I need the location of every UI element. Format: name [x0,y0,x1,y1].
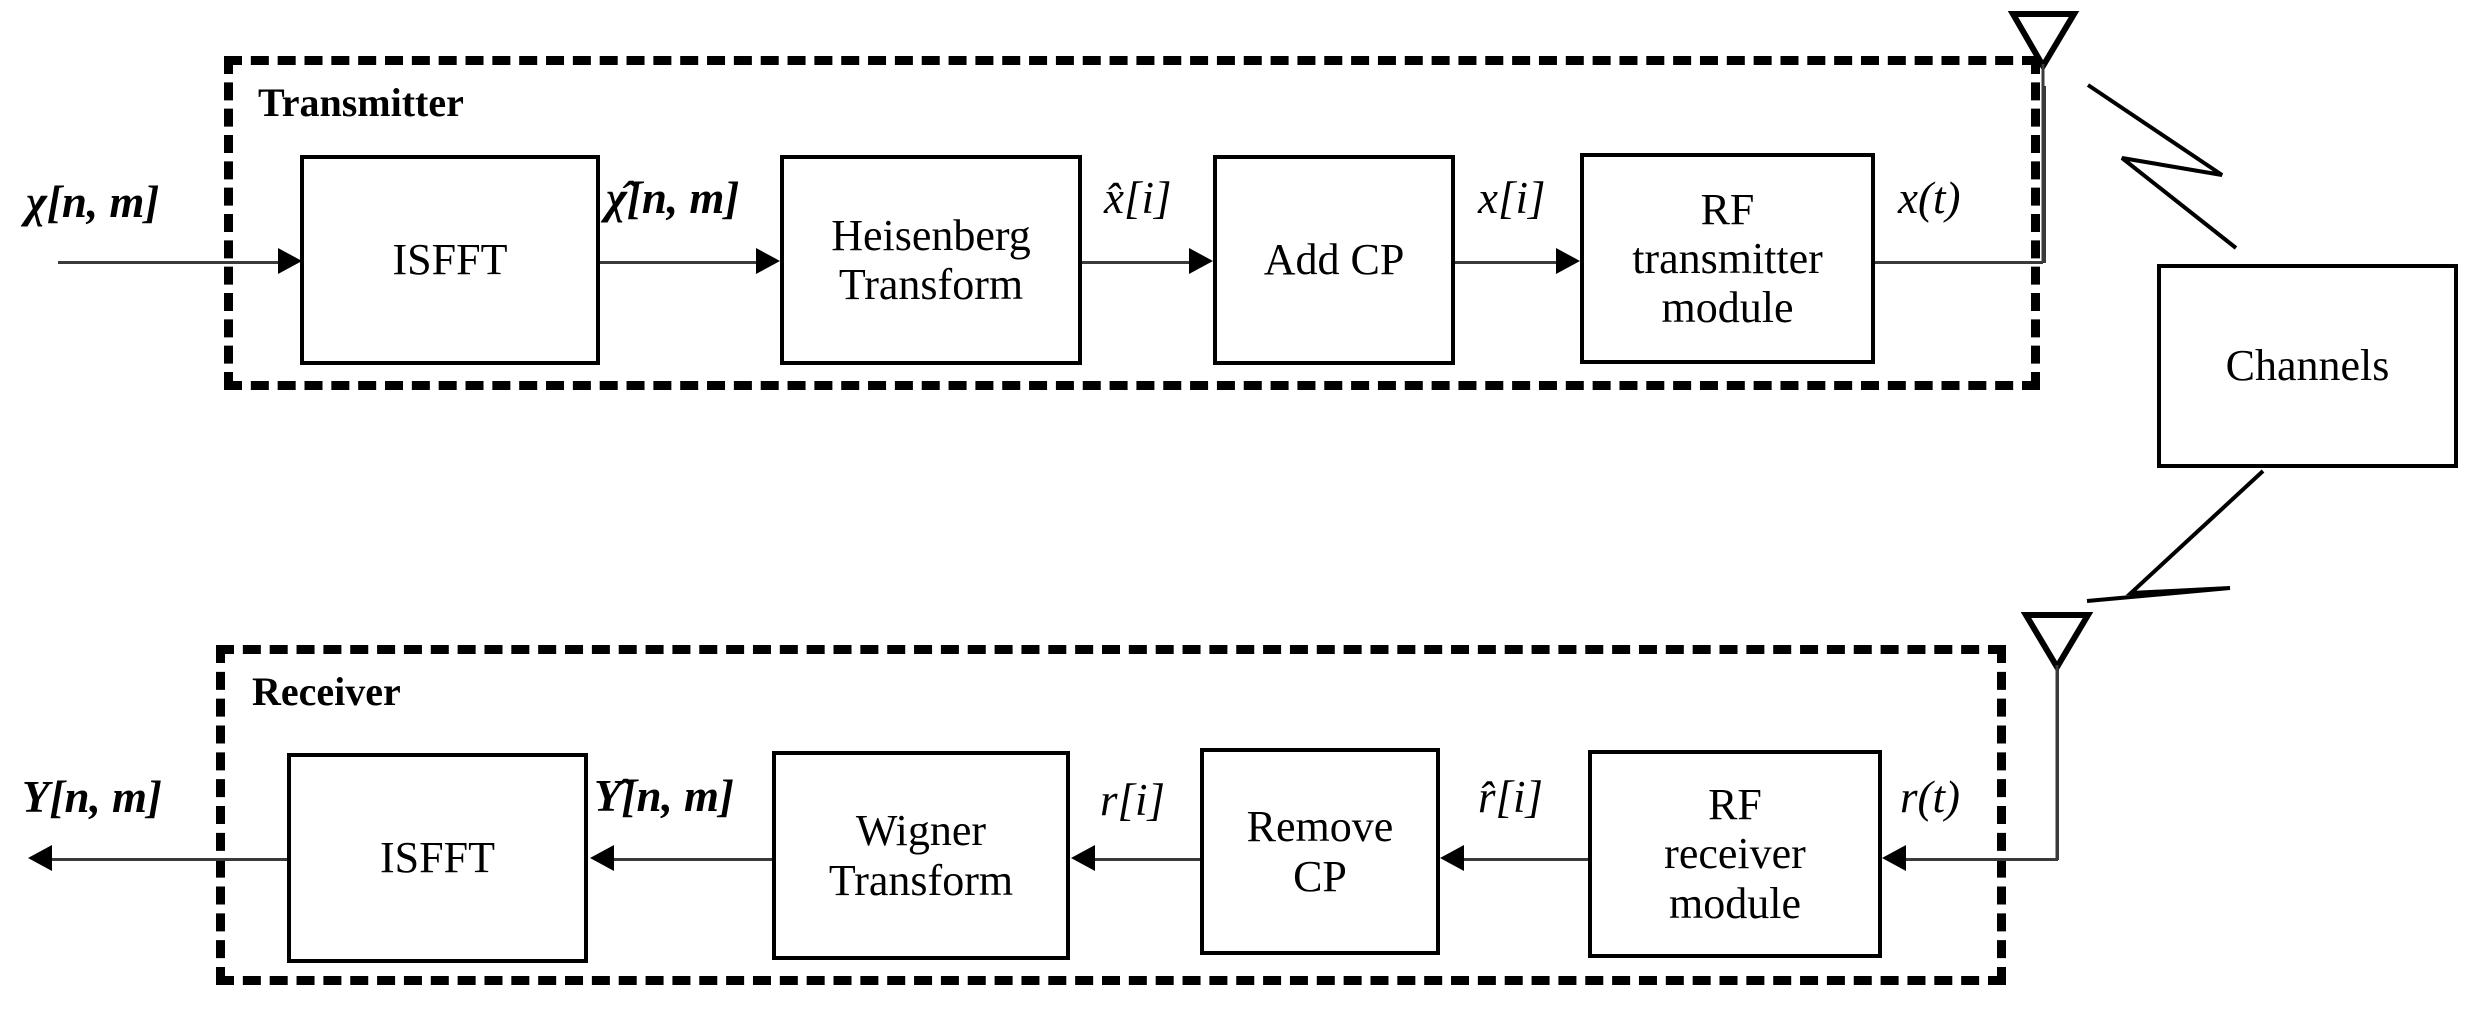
arrow-tx-input [278,248,302,274]
arrow-rx-removecp-wigner [1071,845,1095,871]
downlink-propagation-path [2086,469,2265,603]
downlink-propagation-icon [2086,469,2265,603]
block-tx-isfft[interactable]: ISFFT [300,155,600,365]
arrow-rx-output [28,845,52,871]
block-tx-rf-line-3: module [1661,283,1794,333]
receiver-title: Receiver [252,669,401,714]
connector-tx-heisenberg-addcp [1082,261,1192,264]
block-rx-removecp[interactable]: Remove CP [1200,748,1440,955]
arrow-rx-rf-removecp [1440,845,1464,871]
signal-label-rx-wigner-in: r[i] [1100,775,1166,825]
block-channels-label: Channels [2225,341,2390,391]
transmitter-enclosure [224,56,2040,390]
block-rx-rf-line-1: RF [1708,780,1762,830]
signal-label-rx-rf-in: r(t) [1900,772,1960,822]
block-rx-removecp-line-2: CP [1293,851,1347,901]
connector-rx-output [52,858,287,861]
receive-antenna-icon [2020,612,2094,673]
transmitter-title: Transmitter [258,80,464,125]
block-tx-addcp[interactable]: Add CP [1213,155,1455,365]
signal-label-rx-cp-in: r̂[i] [1478,772,1544,822]
block-channels[interactable]: Channels [2157,264,2458,468]
arrow-rx-antenna-rf [1882,845,1906,871]
connector-tx-rf-antenna-v [2043,86,2046,263]
signal-label-tx-cp-out: x[i] [1478,173,1546,223]
arrow-tx-addcp-rf [1556,248,1580,274]
block-rx-wigner-line-2: Transform [828,855,1014,905]
connector-rx-antenna-rf-v [2056,665,2059,860]
uplink-propagation-icon [2086,83,2238,250]
arrow-tx-isfft-heisenberg [756,248,780,274]
connector-tx-rf-antenna-h [1875,261,2043,264]
block-rx-wigner[interactable]: Wigner Transform [772,751,1070,960]
signal-label-tx-rf-out: x(t) [1898,173,1961,223]
block-rx-rf[interactable]: RF receiver module [1588,750,1882,958]
block-tx-heisenberg-line-2: Transform [838,260,1024,309]
connector-tx-isfft-heisenberg [600,261,760,264]
block-rx-isfft[interactable]: ISFFT [287,753,588,963]
connector-rx-wigner-isfft [614,858,772,861]
connector-rx-rf-removecp [1464,858,1588,861]
block-rx-wigner-line-1: Wigner [855,806,987,856]
block-rx-removecp-line-1: Remove [1246,802,1394,852]
arrow-tx-heisenberg-addcp [1189,248,1213,274]
block-rx-rf-line-2: receiver [1664,829,1806,879]
block-rx-rf-line-3: module [1669,878,1801,928]
signal-label-tx-heis-out: x̂[i] [1104,173,1172,223]
block-tx-addcp-line-1: Add CP [1263,235,1405,285]
block-rx-isfft-line-1: ISFFT [380,833,495,883]
signal-label-rx-out: Υ[n, m] [22,772,162,822]
connector-tx-addcp-rf [1455,261,1559,264]
signal-label-rx-isfft-in: Υ̂[n, m] [594,771,734,821]
block-tx-isfft-line-1: ISFFT [392,235,508,285]
connector-rx-antenna-rf-h [1906,858,2058,861]
signal-label-tx-isfft-out: χ̂[n, m] [606,173,740,223]
block-tx-rf-line-2: transmitter [1632,233,1823,283]
signal-label-tx-in: χ[n, m] [26,177,160,227]
connector-rx-removecp-wigner [1095,858,1200,861]
block-tx-rf[interactable]: RF transmitter module [1580,153,1875,364]
uplink-propagation-path [2086,83,2238,250]
connector-tx-input [58,261,286,264]
receiver-enclosure [216,645,2006,985]
arrow-rx-wigner-isfft [590,845,614,871]
block-tx-heisenberg-line-1: Heisenberg [831,210,1031,260]
block-tx-rf-line-1: RF [1700,184,1755,234]
block-tx-heisenberg[interactable]: Heisenberg Transform [780,155,1082,365]
